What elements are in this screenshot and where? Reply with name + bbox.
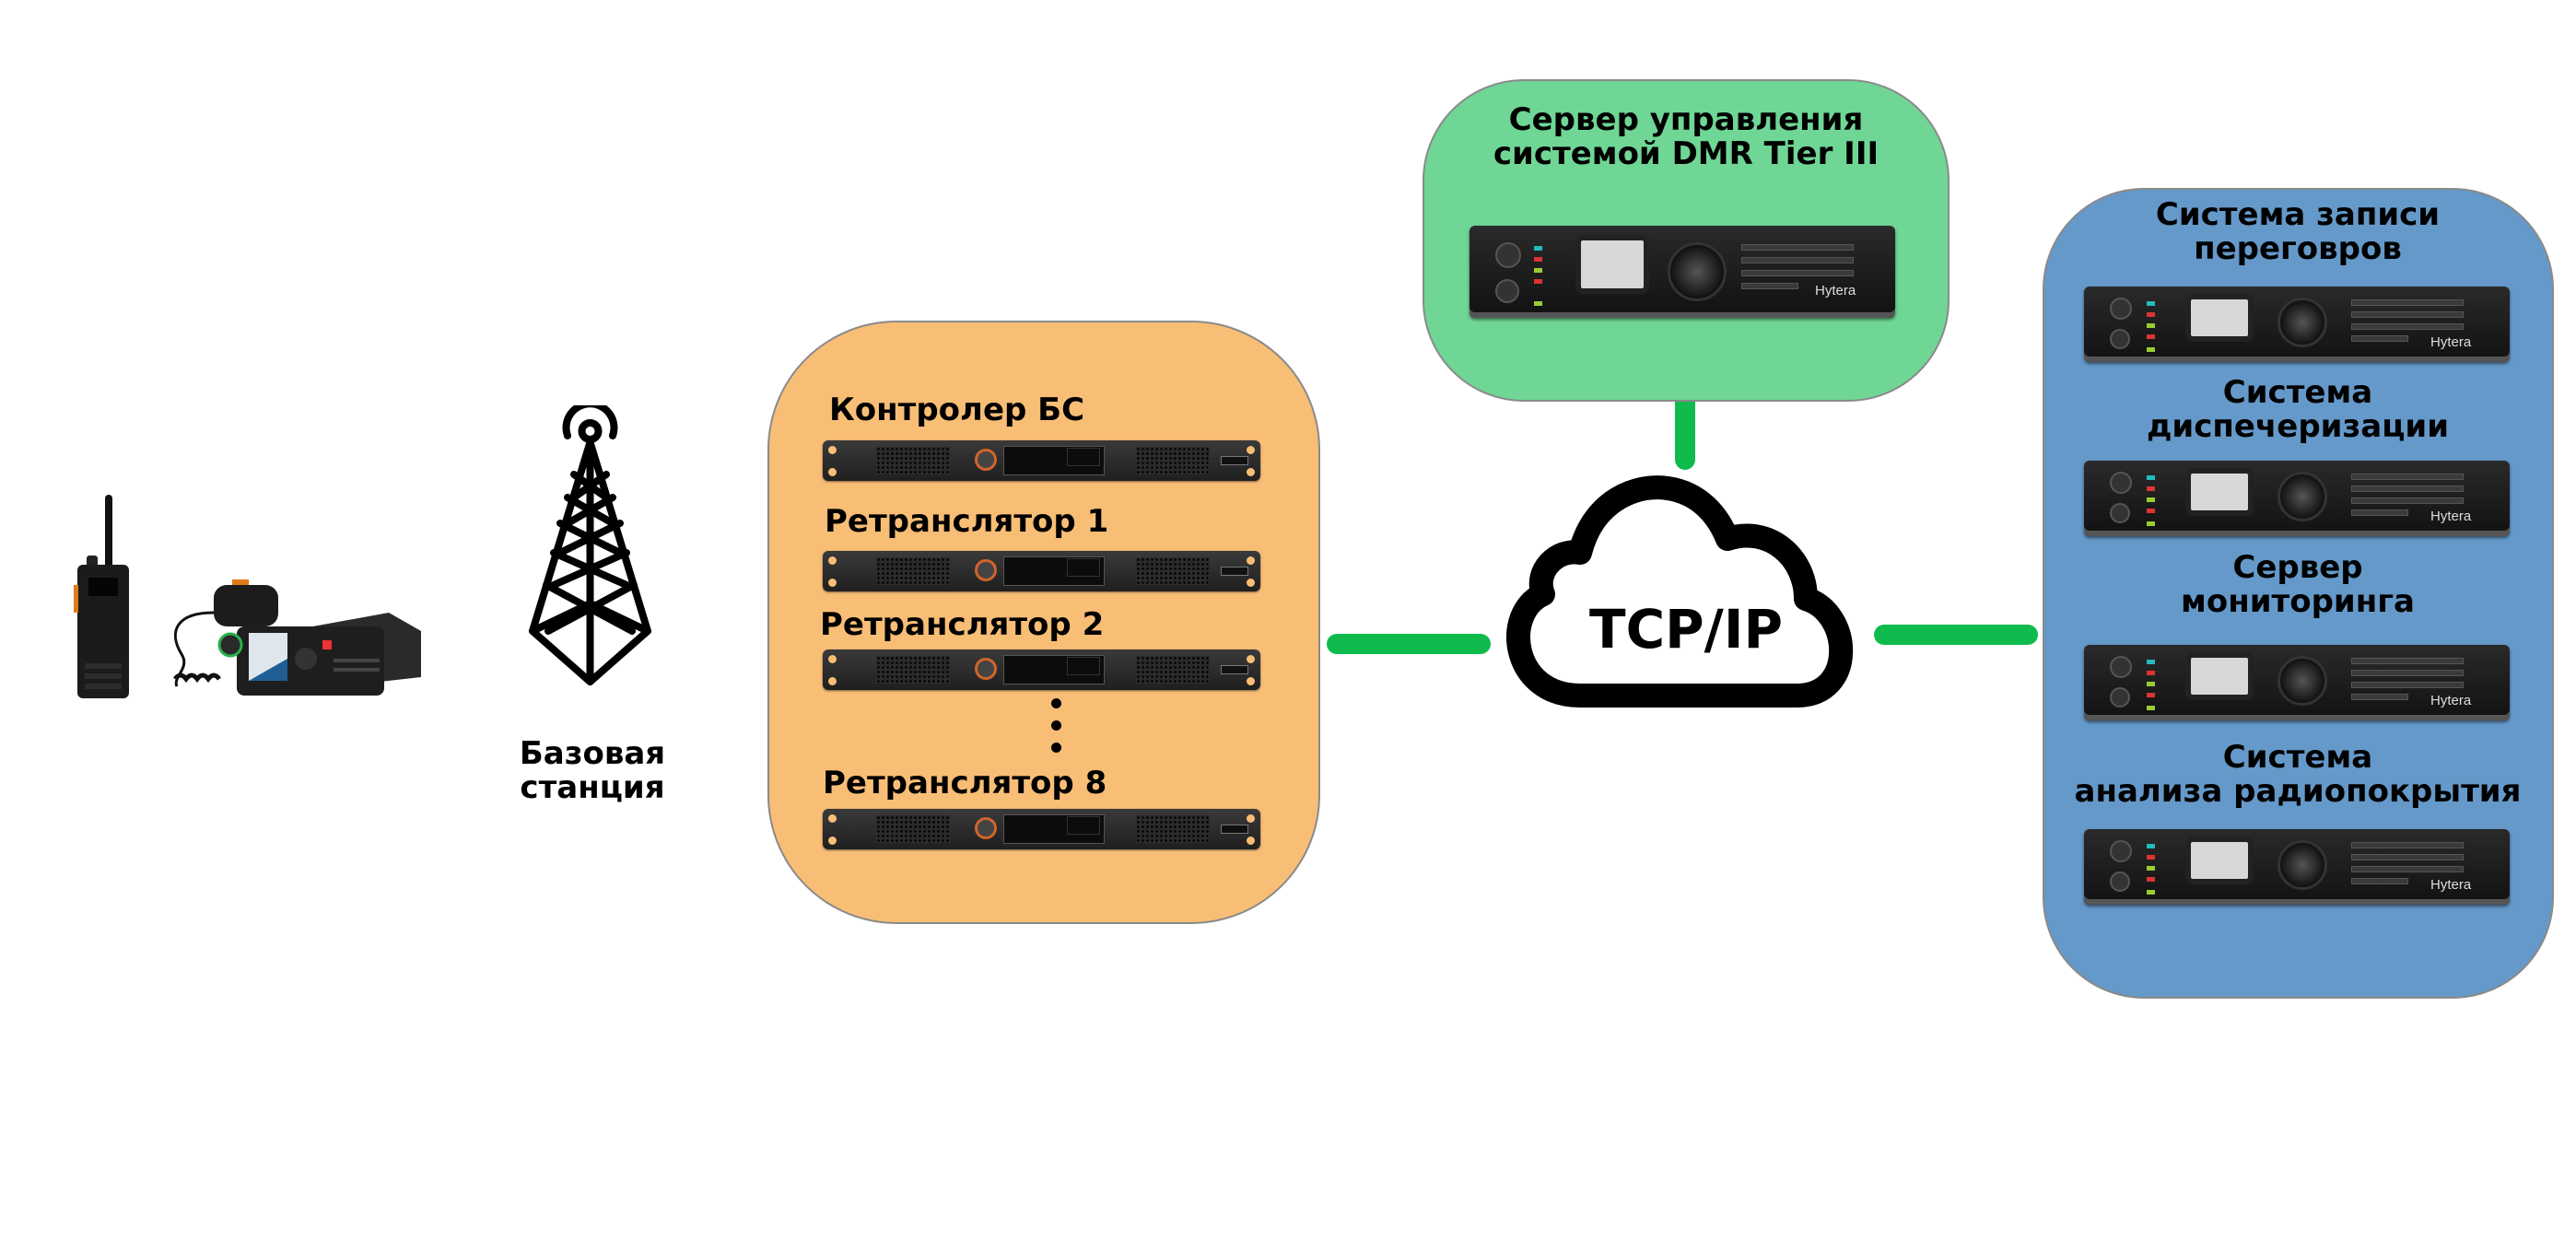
management-server-label-line1: Сервер управления bbox=[1508, 101, 1864, 138]
service-label-2-line1: Сервер bbox=[2232, 549, 2363, 586]
site-item-label-2: Ретранслятор 2 bbox=[820, 606, 1105, 643]
service-device: Hytera bbox=[2084, 645, 2510, 720]
link-network-to-services bbox=[1874, 625, 2038, 645]
service-label-1-line1: Система bbox=[2222, 374, 2373, 411]
repeater-unit bbox=[823, 440, 1260, 481]
service-label-2: Сервер мониторинга bbox=[2181, 549, 2415, 621]
service-label-3-line2: анализа радиопокрытия bbox=[2074, 773, 2522, 811]
site-item-label-3: Ретранслятор 8 bbox=[823, 765, 1107, 801]
device-brand: Hytera bbox=[1815, 283, 1856, 298]
device-brand: Hytera bbox=[2430, 509, 2472, 524]
mobile-radio-icon bbox=[173, 579, 421, 696]
network-label: TCP/IP bbox=[1589, 598, 1783, 661]
service-label-3: Система анализа радиопокрытия bbox=[2074, 739, 2522, 811]
service-label-1-line2: диспечеризации bbox=[2146, 408, 2450, 446]
service-device: Hytera bbox=[2084, 829, 2510, 905]
service-label-1: Система диспечеризации bbox=[2146, 374, 2450, 446]
service-device: Hytera bbox=[2084, 287, 2510, 362]
management-server-label: Сервер управления системой DMR Tier III bbox=[1493, 101, 1879, 173]
service-label-0-line2: переговров bbox=[2194, 230, 2402, 268]
management-server-device: Hytera bbox=[1469, 226, 1895, 318]
repeater-unit bbox=[823, 649, 1260, 690]
handheld-radio-icon bbox=[74, 495, 129, 698]
management-server-label-line2: системой DMR Tier III bbox=[1493, 135, 1879, 173]
device-brand: Hytera bbox=[2430, 334, 2472, 350]
device-brand: Hytera bbox=[2430, 693, 2472, 708]
link-site-to-network bbox=[1327, 634, 1491, 654]
site-item-label-1: Ретранслятор 1 bbox=[825, 503, 1109, 540]
service-label-0-line1: Система записи bbox=[2155, 196, 2441, 233]
service-device: Hytera bbox=[2084, 461, 2510, 536]
service-label-3-line1: Система bbox=[2222, 739, 2373, 776]
service-label-2-line2: мониторинга bbox=[2181, 583, 2415, 621]
radio-tower-icon bbox=[529, 405, 651, 685]
device-brand: Hytera bbox=[2430, 877, 2472, 893]
base-station-label-line2: станция bbox=[520, 769, 665, 807]
cloud-icon bbox=[1506, 475, 1854, 708]
site-item-label-0: Контролер БС bbox=[829, 392, 1085, 428]
base-station-label: Базовая станция bbox=[519, 735, 666, 807]
repeater-unit bbox=[823, 809, 1260, 849]
base-station-label-line1: Базовая bbox=[519, 735, 666, 772]
repeater-unit bbox=[823, 551, 1260, 591]
service-label-0: Система записи переговров bbox=[2155, 196, 2441, 268]
